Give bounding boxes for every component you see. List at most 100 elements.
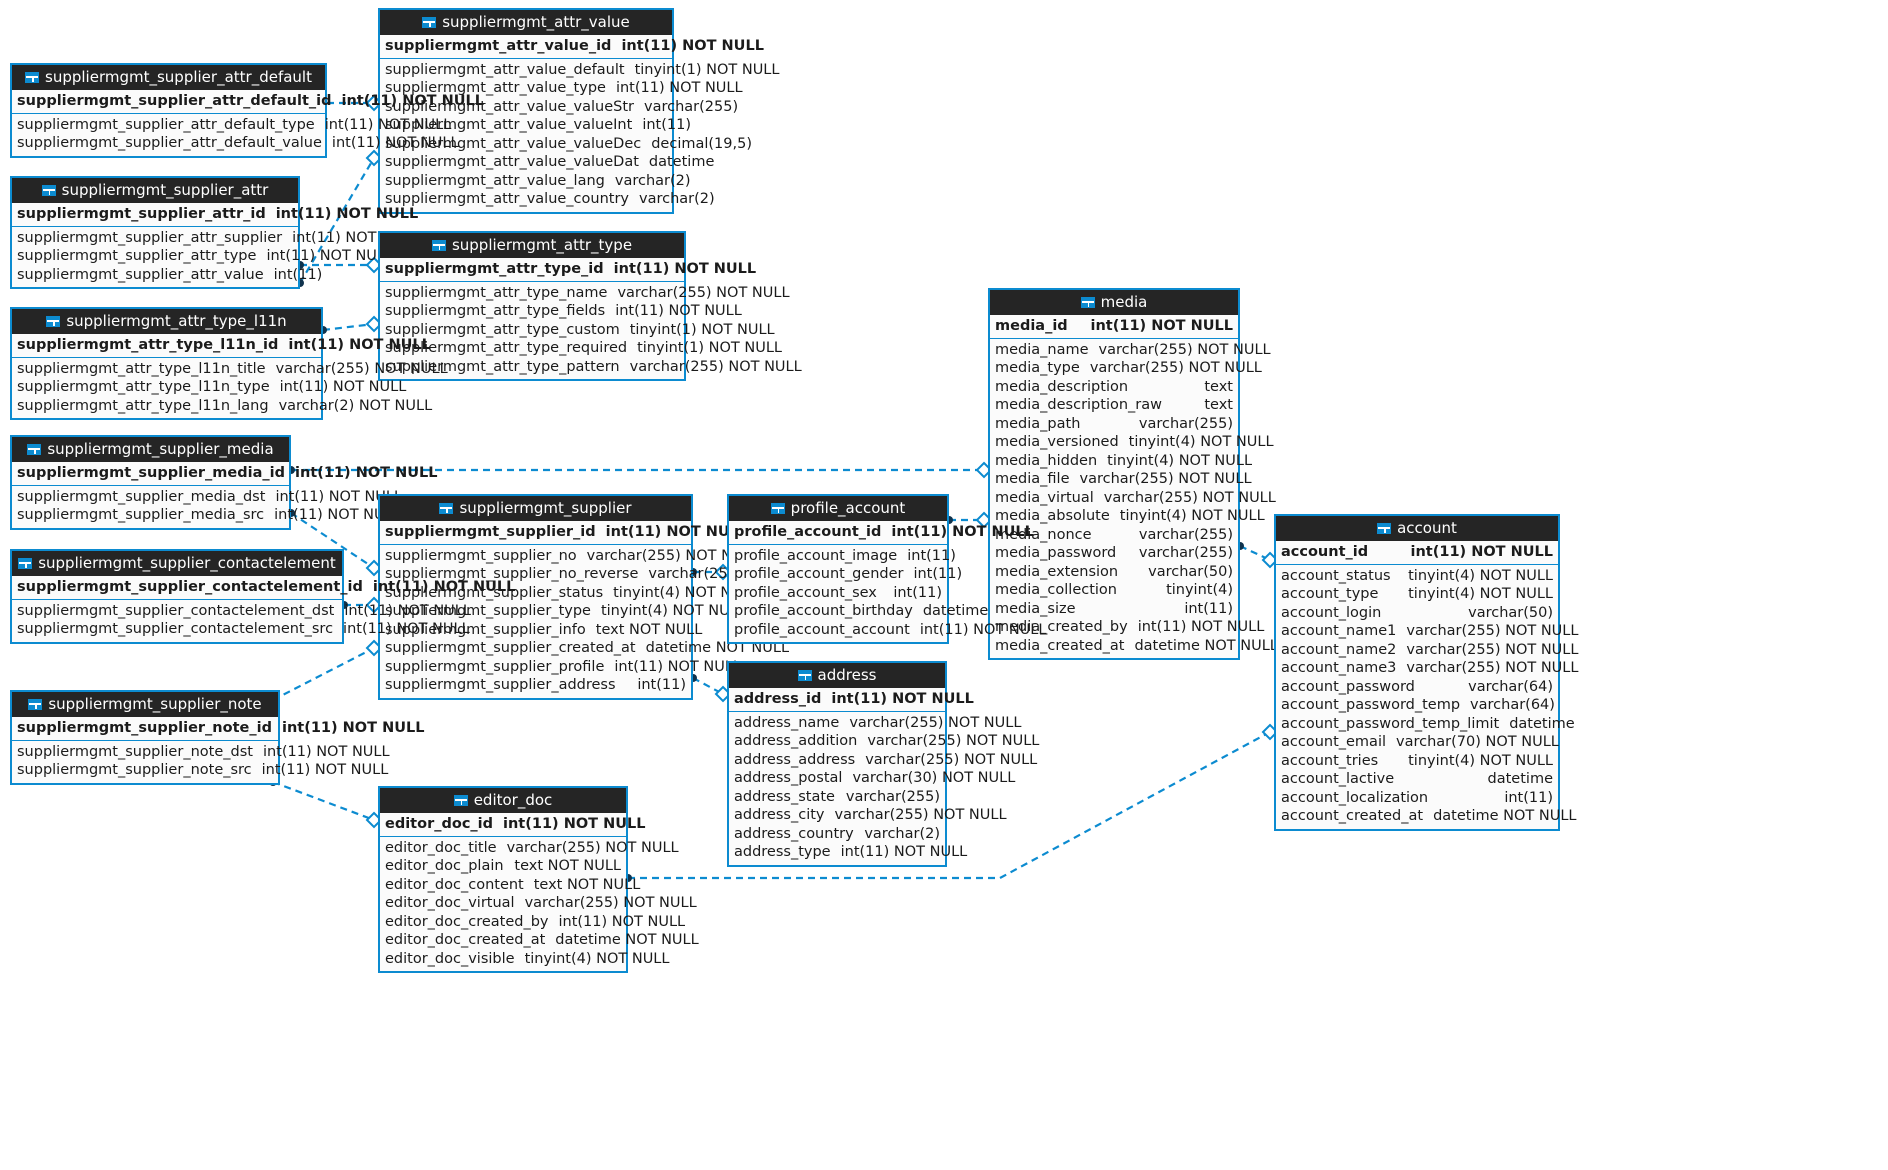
column-name: account_login [1281,604,1382,621]
entity-header[interactable]: suppliermgmt_attr_type [380,233,684,258]
column-type: varchar(255) [1138,526,1233,543]
entity-header[interactable]: suppliermgmt_attr_type_l11n [12,309,321,334]
entity-header[interactable]: suppliermgmt_supplier_contactelement [12,551,342,576]
entity-columns: suppliermgmt_supplier_contactelement_dst… [12,600,471,642]
column-name: suppliermgmt_supplier_attr_type [17,248,257,264]
entity-title: media [1100,293,1148,311]
table-icon [422,17,437,28]
column-type: varchar(2) NOT NULL [278,397,433,414]
column-name: profile_account_gender [734,566,904,582]
entity-title: suppliermgmt_supplier_contactelement [38,554,336,572]
entity-header[interactable]: suppliermgmt_supplier_attr_default [12,65,325,90]
entity-title: suppliermgmt_supplier_media [47,440,274,458]
column-name: account_status [1281,567,1391,584]
table-icon [18,558,33,569]
entity-header[interactable]: suppliermgmt_supplier_note [12,692,278,717]
column-type: int(11) NOT NULL [266,248,394,264]
column-type: varchar(30) NOT NULL [852,770,1016,786]
column-row: suppliermgmt_supplier_attr_type int(11) N… [12,247,393,266]
entity-header[interactable]: account [1276,516,1558,541]
entity-header[interactable]: media [990,290,1238,315]
column-type: int(11) NOT NULL [503,816,646,832]
column-type: varchar(255) [644,98,739,115]
entity-title: profile_account [790,499,906,517]
entity-table-suppliermgmt_supplier_media[interactable]: suppliermgmt_supplier_media suppliermgmt_… [10,435,437,530]
column-name: media_description_raw [995,397,1162,413]
column-name: suppliermgmt_supplier_contactelement_dst [17,602,335,619]
column-name: media_description [995,378,1129,395]
column-type: int(11) NOT NULL [1090,318,1234,334]
entity-title: suppliermgmt_attr_value [442,13,630,31]
column-type: tinyint(4) NOT NULL [1107,452,1253,469]
column-type: varchar(2) [639,191,715,207]
column-name: suppliermgmt_supplier_profile [385,658,605,675]
entity-header[interactable]: suppliermgmt_supplier [380,496,691,521]
entity-header[interactable]: suppliermgmt_attr_value [380,10,672,35]
column-type: varchar(64) [1468,678,1553,695]
column-name: account_name2 [1281,641,1397,658]
column-type: tinyint(1) NOT NULL [637,340,782,356]
column-name: suppliermgmt_attr_value_type [385,80,606,96]
entity-table-suppliermgmt_attr_value[interactable]: suppliermgmt_attr_value suppliermgmt_attr… [378,8,779,214]
column-name: media_extension [995,563,1119,580]
entity-table-suppliermgmt_supplier[interactable]: suppliermgmt_supplier suppliermgmt_suppli… [378,494,820,700]
column-name: account_password_temp [1281,697,1461,713]
column-type: datetime NOT NULL [555,932,699,948]
column-name: media_id [995,318,1068,334]
entity-header[interactable]: suppliermgmt_supplier_attr [12,178,298,203]
column-name: address_state [734,788,835,805]
entity-header[interactable]: editor_doc [380,788,626,813]
entity-header[interactable]: suppliermgmt_supplier_media [12,437,289,462]
entity-header[interactable]: address [729,663,945,688]
column-name: suppliermgmt_supplier_address [385,677,616,693]
column-name: suppliermgmt_attr_value_lang [385,172,605,189]
column-name: suppliermgmt_supplier_no [385,547,577,564]
column-type: datetime [1509,715,1575,732]
column-type: int(11) NOT NULL [891,524,1034,540]
table-icon [28,699,43,710]
column-name: suppliermgmt_supplier_info [385,621,586,638]
column-name: media_size [995,600,1076,617]
column-type: int(11) [273,266,323,283]
entity-header[interactable]: profile_account [729,496,947,521]
column-type: datetime [1487,771,1553,787]
